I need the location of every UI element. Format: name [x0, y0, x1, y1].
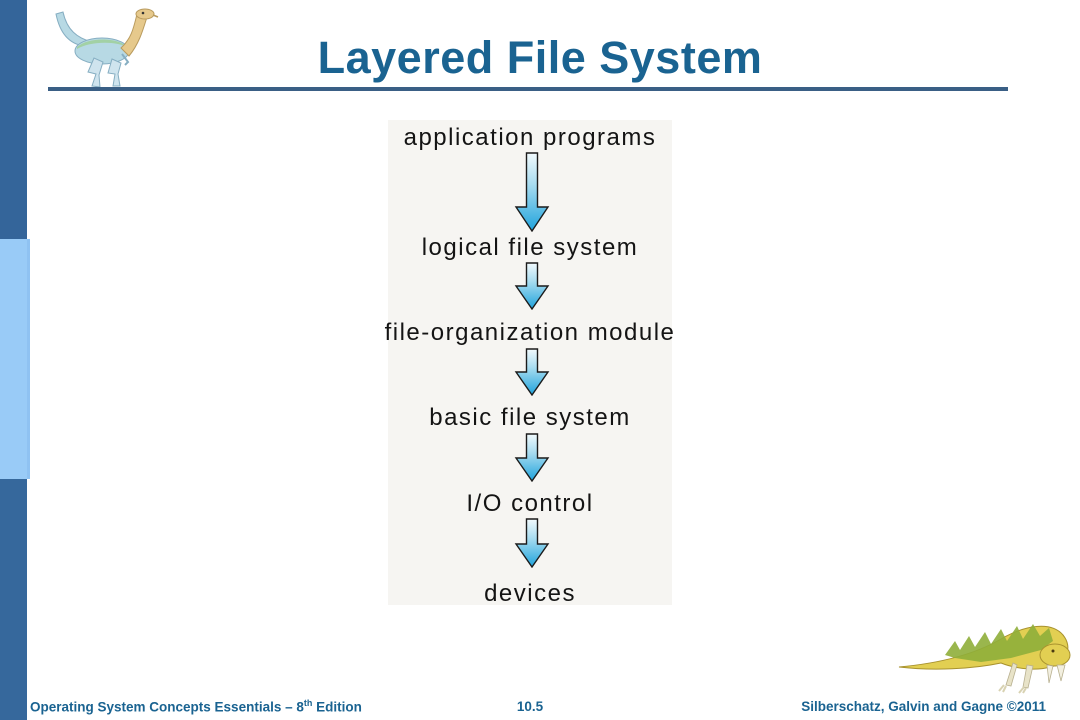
- down-arrow-icon: [514, 433, 550, 482]
- slide-page-number: 10.5: [516, 699, 544, 714]
- slide-title: Layered File System: [317, 32, 763, 83]
- dinosaur-logo-bottom-icon: [898, 624, 1071, 694]
- layer-label-basic-file-system: basic file system: [429, 404, 631, 431]
- footer-book-text: Operating System Concepts Essentials – 8: [30, 699, 304, 714]
- layer-label-devices: devices: [484, 580, 576, 607]
- footer-book-sup: th: [303, 697, 313, 708]
- sidebar-segment-middle: [0, 239, 30, 479]
- sidebar-segment-bottom: [0, 479, 27, 720]
- layer-label-io-control: I/O control: [466, 490, 594, 517]
- sidebar-segment-top: [0, 0, 27, 239]
- down-arrow-icon: [514, 348, 550, 396]
- dinosaur-logo-icon: [55, 8, 159, 88]
- layer-label-application-programs: application programs: [403, 124, 657, 151]
- sidebar-accent-bar: [0, 0, 30, 720]
- footer-book-title: Operating System Concepts Essentials – 8…: [30, 698, 362, 715]
- down-arrow-icon: [514, 518, 550, 568]
- footer-authors: Silberschatz, Galvin and Gagne ©2011: [801, 699, 1046, 714]
- layer-label-logical-file-system: logical file system: [421, 234, 639, 261]
- title-underline: [48, 87, 1008, 91]
- down-arrow-icon: [514, 152, 550, 232]
- footer-book-post: Edition: [312, 699, 362, 714]
- layer-label-file-organization-module: file-organization module: [384, 319, 676, 346]
- down-arrow-icon: [514, 262, 550, 310]
